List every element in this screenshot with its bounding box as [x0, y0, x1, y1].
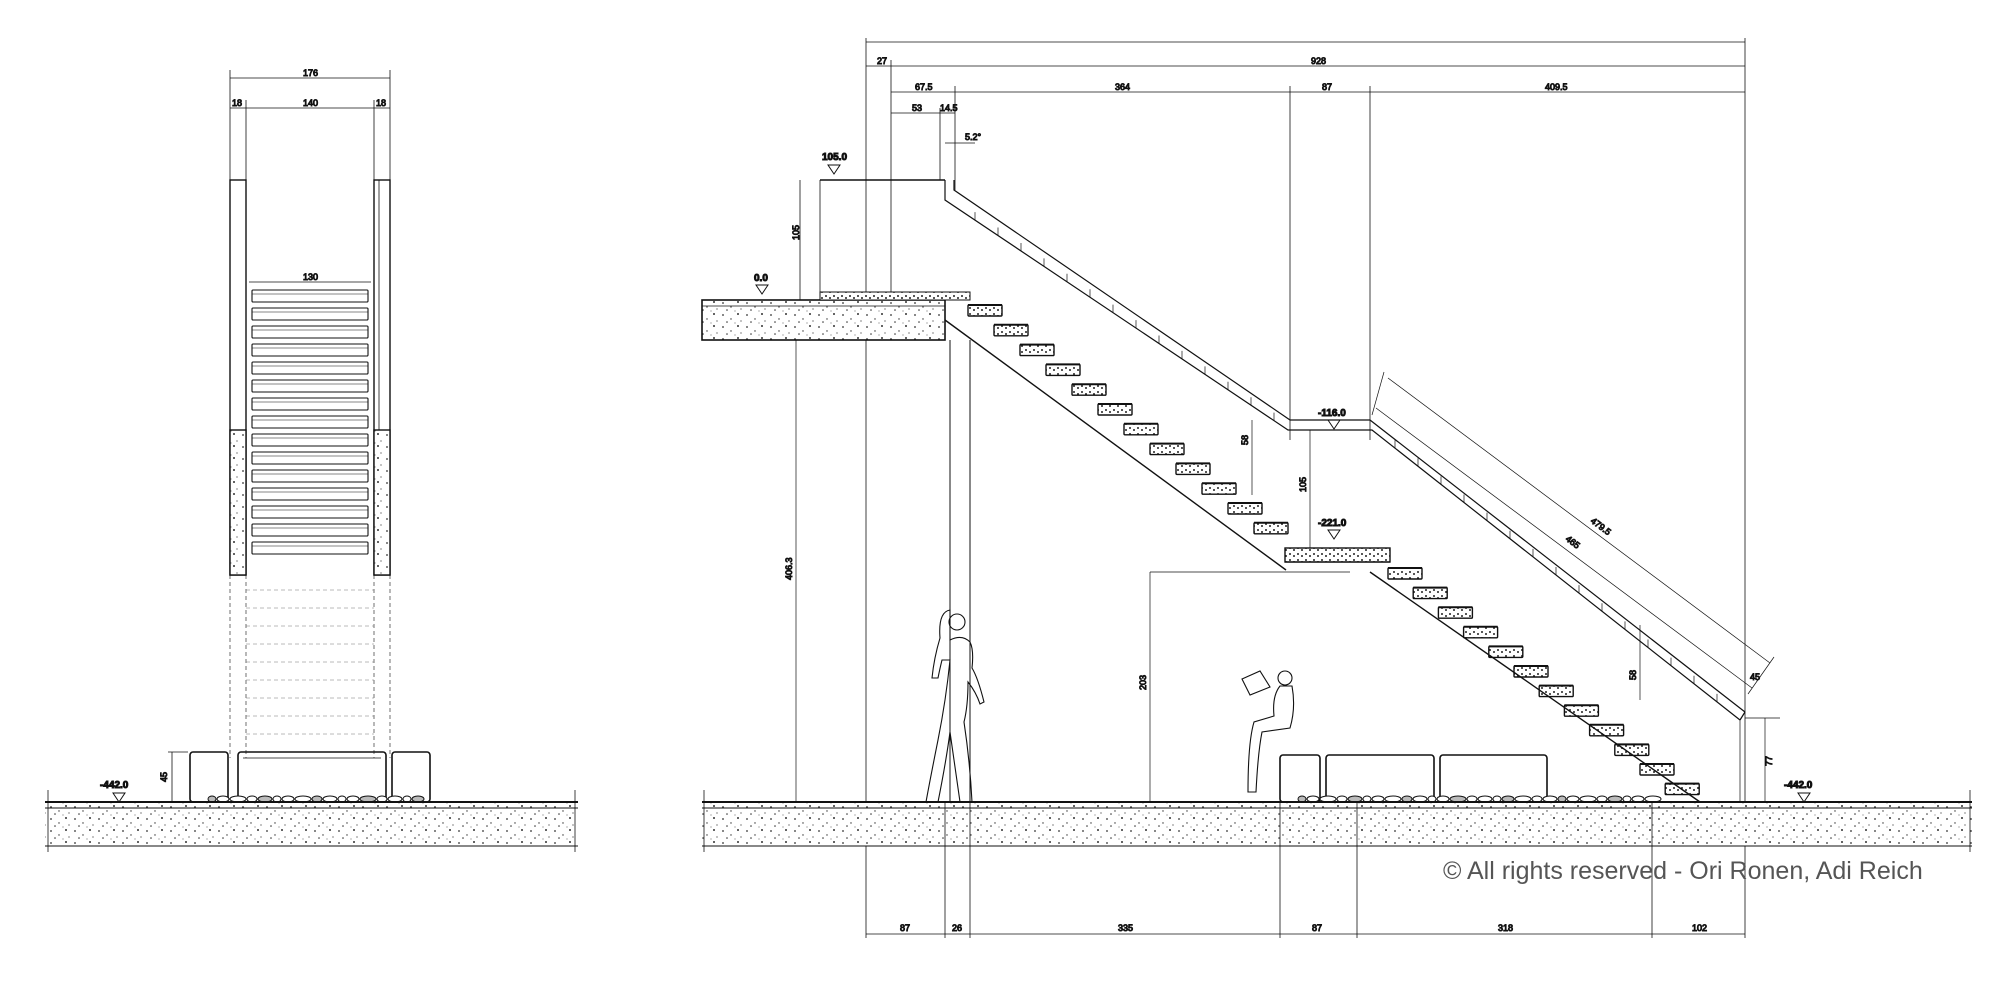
side-dim-27: 27 — [877, 56, 887, 66]
level-221: -221.0 — [1318, 518, 1347, 529]
front-dim-176: 176 — [303, 68, 318, 78]
stair-landing — [1284, 547, 1391, 563]
side-dim-87: 87 — [1322, 82, 1332, 92]
side-dim-465: 465 — [1564, 534, 1582, 551]
side-dim-409-5: 409.5 — [1545, 82, 1568, 92]
front-stair-treads — [251, 289, 369, 555]
side-dim-406-3: 406.3 — [784, 557, 794, 580]
front-benches — [189, 751, 431, 803]
side-bottom-102: 102 — [1692, 923, 1707, 933]
side-bottom-87-a: 87 — [900, 923, 910, 933]
front-dim-130: 130 — [303, 272, 318, 282]
person-walking-figure — [925, 609, 985, 803]
front-elevation: 176 18 140 18 130 45 — [45, 68, 578, 852]
side-section: 27 928 67.5 364 87 409.5 53 14.5 5.2° 10… — [701, 38, 1972, 938]
front-dim-18-left: 18 — [232, 98, 242, 108]
level-116: -116.0 — [1318, 408, 1346, 419]
side-bottom-335: 335 — [1118, 923, 1133, 933]
side-dim-58-upper: 58 — [1240, 435, 1250, 445]
side-bottom-87-b: 87 — [1312, 923, 1322, 933]
side-benches — [1279, 754, 1548, 803]
level-442-side: -442.0 — [1784, 780, 1813, 791]
side-dim-203: 203 — [1138, 675, 1148, 690]
handrail — [944, 180, 1746, 721]
side-dim-58-lower: 58 — [1628, 670, 1638, 680]
side-dim-14-5: 14.5 — [940, 103, 958, 113]
front-level-442: -442.0 — [100, 780, 129, 791]
copyright-notice: © All rights reserved - Ori Ronen, Adi R… — [1443, 857, 1923, 885]
front-top-dimensions — [229, 70, 391, 283]
side-dim-77: 77 — [1764, 756, 1774, 766]
front-hidden-lines — [229, 575, 391, 758]
stair-flight-upper — [967, 304, 1289, 535]
front-dim-140: 140 — [303, 98, 318, 108]
person-sitting-figure — [1241, 670, 1295, 793]
side-bottom-dimensions — [866, 802, 1745, 938]
front-dim-18-right: 18 — [376, 98, 386, 108]
side-bottom-26: 26 — [952, 923, 962, 933]
side-dim-105-top: 105 — [791, 225, 801, 240]
front-dim-45: 45 — [159, 772, 169, 782]
front-pebbles — [207, 795, 425, 803]
side-dim-928: 928 — [1311, 56, 1326, 66]
side-top-dimensions — [865, 38, 1746, 938]
side-dim-45: 45 — [1750, 672, 1760, 682]
side-dim-angle: 5.2° — [965, 132, 982, 142]
side-bottom-318: 318 — [1498, 923, 1513, 933]
side-dim-105-mid: 105 — [1298, 477, 1308, 492]
side-dim-53: 53 — [912, 103, 922, 113]
level-105: 105.0 — [822, 152, 847, 163]
side-dim-67-5: 67.5 — [915, 82, 933, 92]
side-dim-364: 364 — [1115, 82, 1130, 92]
side-dim-479-5: 479.5 — [1589, 516, 1613, 538]
level-0: 0.0 — [754, 273, 768, 284]
